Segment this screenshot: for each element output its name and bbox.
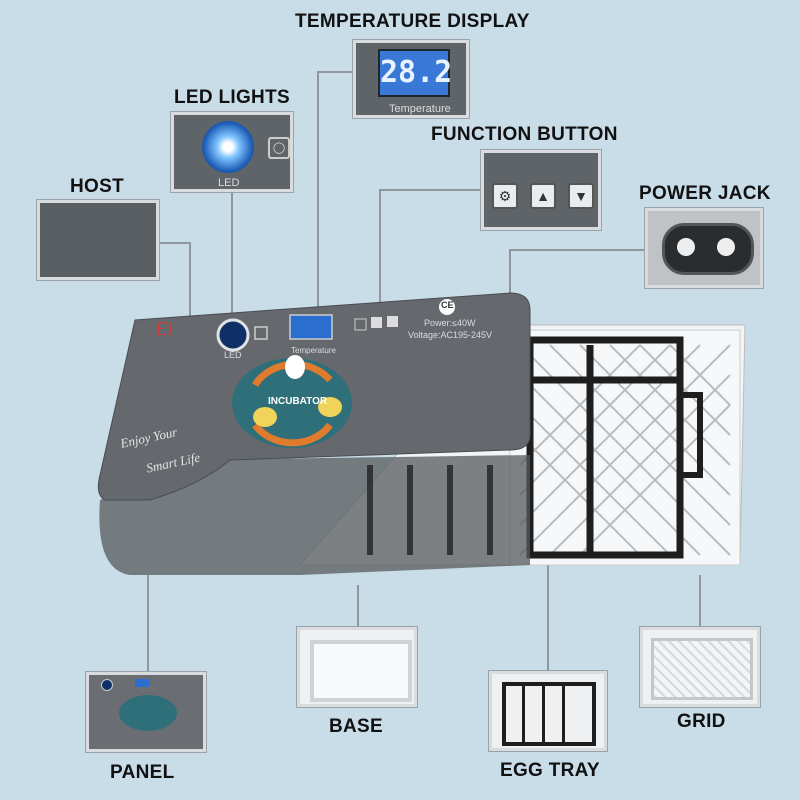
label-function-button: FUNCTION BUTTON	[431, 124, 618, 145]
lcd-screen: 28.2	[378, 49, 452, 97]
grid-callout	[640, 627, 760, 707]
temperature-caption: Temperature	[389, 103, 451, 115]
label-grid: GRID	[677, 711, 726, 732]
egg-tray-callout	[489, 671, 607, 751]
arrow-up-icon: ▲	[530, 183, 556, 209]
settings-gear-icon: ⚙	[492, 183, 518, 209]
ce-mark: CE	[441, 300, 454, 310]
temperature-display-callout: 28.2 Temperature	[353, 40, 469, 118]
device-led-caption: LED	[224, 350, 242, 360]
label-led-lights: LED LIGHTS	[174, 87, 290, 108]
label-host: HOST	[70, 176, 124, 197]
device-power-rating: Power:≤40W	[424, 318, 476, 328]
label-panel: PANEL	[110, 762, 175, 783]
base-callout	[297, 627, 417, 707]
incubator-device: Ei	[97, 292, 746, 575]
label-power-jack: POWER JACK	[639, 183, 771, 204]
power-socket-icon	[662, 223, 754, 275]
device-temp-caption: Temperature	[291, 346, 336, 355]
power-jack-callout	[645, 208, 763, 288]
device-voltage-rating: Voltage:AC195-245V	[408, 330, 493, 340]
led-light-icon	[202, 121, 254, 173]
label-base: BASE	[329, 716, 383, 737]
bulb-icon: ◯	[268, 137, 290, 159]
label-egg-tray: EGG TRAY	[500, 760, 600, 781]
label-temperature-display: TEMPERATURE DISPLAY	[295, 11, 530, 32]
led-caption: LED	[218, 177, 240, 189]
panel-callout	[86, 672, 206, 752]
arrow-down-icon: ▼	[568, 183, 594, 209]
function-button-callout: ⚙ ▲ ▼	[481, 150, 601, 230]
host-callout	[37, 200, 159, 280]
led-lights-callout: ◯ LED	[171, 112, 293, 192]
incubator-badge-text: INCUBATOR	[268, 396, 328, 407]
svg-text:Ei: Ei	[154, 318, 173, 340]
